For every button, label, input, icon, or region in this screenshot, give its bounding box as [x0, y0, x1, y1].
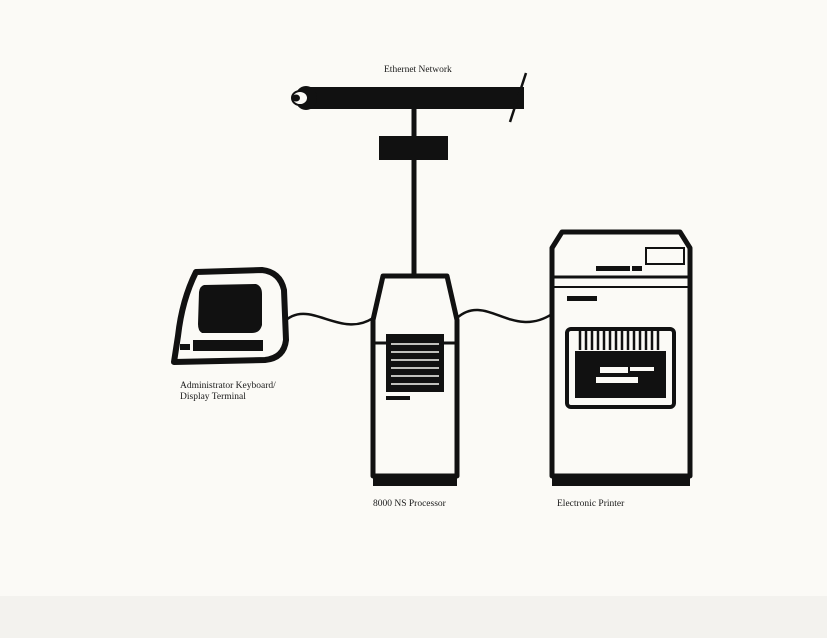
processor-icon [370, 273, 460, 486]
display-terminal-icon [171, 267, 289, 365]
electronic-printer-icon [549, 229, 693, 486]
printer-cable [456, 308, 553, 324]
ethernet-network-label: Ethernet Network [384, 65, 452, 75]
ethernet-cable [291, 72, 528, 123]
terminal-label-line1: Administrator Keyboard/ [180, 381, 276, 391]
page-bottom-strip [0, 596, 827, 638]
terminal-cable [282, 312, 374, 326]
processor-label: 8000 NS Processor [373, 499, 446, 509]
printer-label: Electronic Printer [557, 499, 625, 509]
terminal-label-line2: Display Terminal [180, 392, 246, 402]
